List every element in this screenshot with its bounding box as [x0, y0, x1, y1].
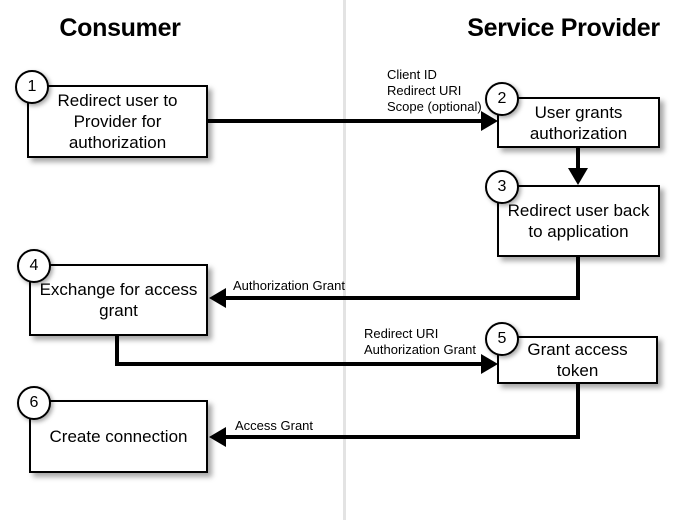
arrowhead-3-to-4	[209, 288, 226, 308]
step-badge-1: 1	[15, 70, 49, 104]
arrowhead-5-to-6	[209, 427, 226, 447]
connector-3-to-4-horizontal	[225, 296, 580, 300]
step-badge-2: 2	[485, 82, 519, 116]
step-node-5[interactable]: Grant access token	[497, 336, 658, 384]
connector-1-to-2	[208, 119, 483, 123]
step-label-6: Create connection	[49, 427, 188, 446]
step-node-2[interactable]: User grants authorization	[497, 97, 660, 148]
arrowhead-2-to-3	[568, 168, 588, 185]
step-badge-5: 5	[485, 322, 519, 356]
step-badge-4: 4	[17, 249, 51, 283]
step-node-6[interactable]: Create connection	[29, 400, 208, 473]
edge-label-3-to-4: Authorization Grant	[233, 278, 346, 293]
arrowhead-1-to-2	[481, 111, 498, 131]
edge-label-5-to-6: Access Grant	[235, 418, 314, 433]
step-label-4: Exchange for access grant	[39, 280, 198, 320]
connector-4-to-5-vertical	[115, 336, 119, 366]
edge-label-1-to-2: Client ID Redirect URI Scope (optional)	[387, 67, 482, 114]
arrowhead-4-to-5	[481, 354, 498, 374]
edge-label-4-to-5: Redirect URI Authorization Grant	[364, 326, 477, 357]
step-label-2: User grants authorization	[529, 102, 628, 143]
connector-2-to-3	[576, 148, 580, 173]
step-badge-3: 3	[485, 170, 519, 204]
step-label-1: Redirect user to Provider for authorizat…	[57, 91, 178, 152]
step-node-3[interactable]: Redirect user back to application	[497, 185, 660, 257]
step-node-1[interactable]: Redirect user to Provider for authorizat…	[27, 85, 208, 158]
step-label-3: Redirect user back to application	[507, 201, 650, 241]
step-label-5: Grant access token	[527, 340, 628, 380]
connector-5-to-6-vertical	[576, 384, 580, 439]
step-node-4[interactable]: Exchange for access grant	[29, 264, 208, 336]
lane-header-provider: Service Provider	[467, 14, 660, 42]
lane-divider	[343, 0, 346, 520]
step-badge-6: 6	[17, 386, 51, 420]
connector-4-to-5-horizontal	[115, 362, 483, 366]
connector-5-to-6-horizontal	[225, 435, 580, 439]
connector-3-to-4-vertical	[576, 257, 580, 300]
lane-header-consumer: Consumer	[59, 14, 181, 42]
